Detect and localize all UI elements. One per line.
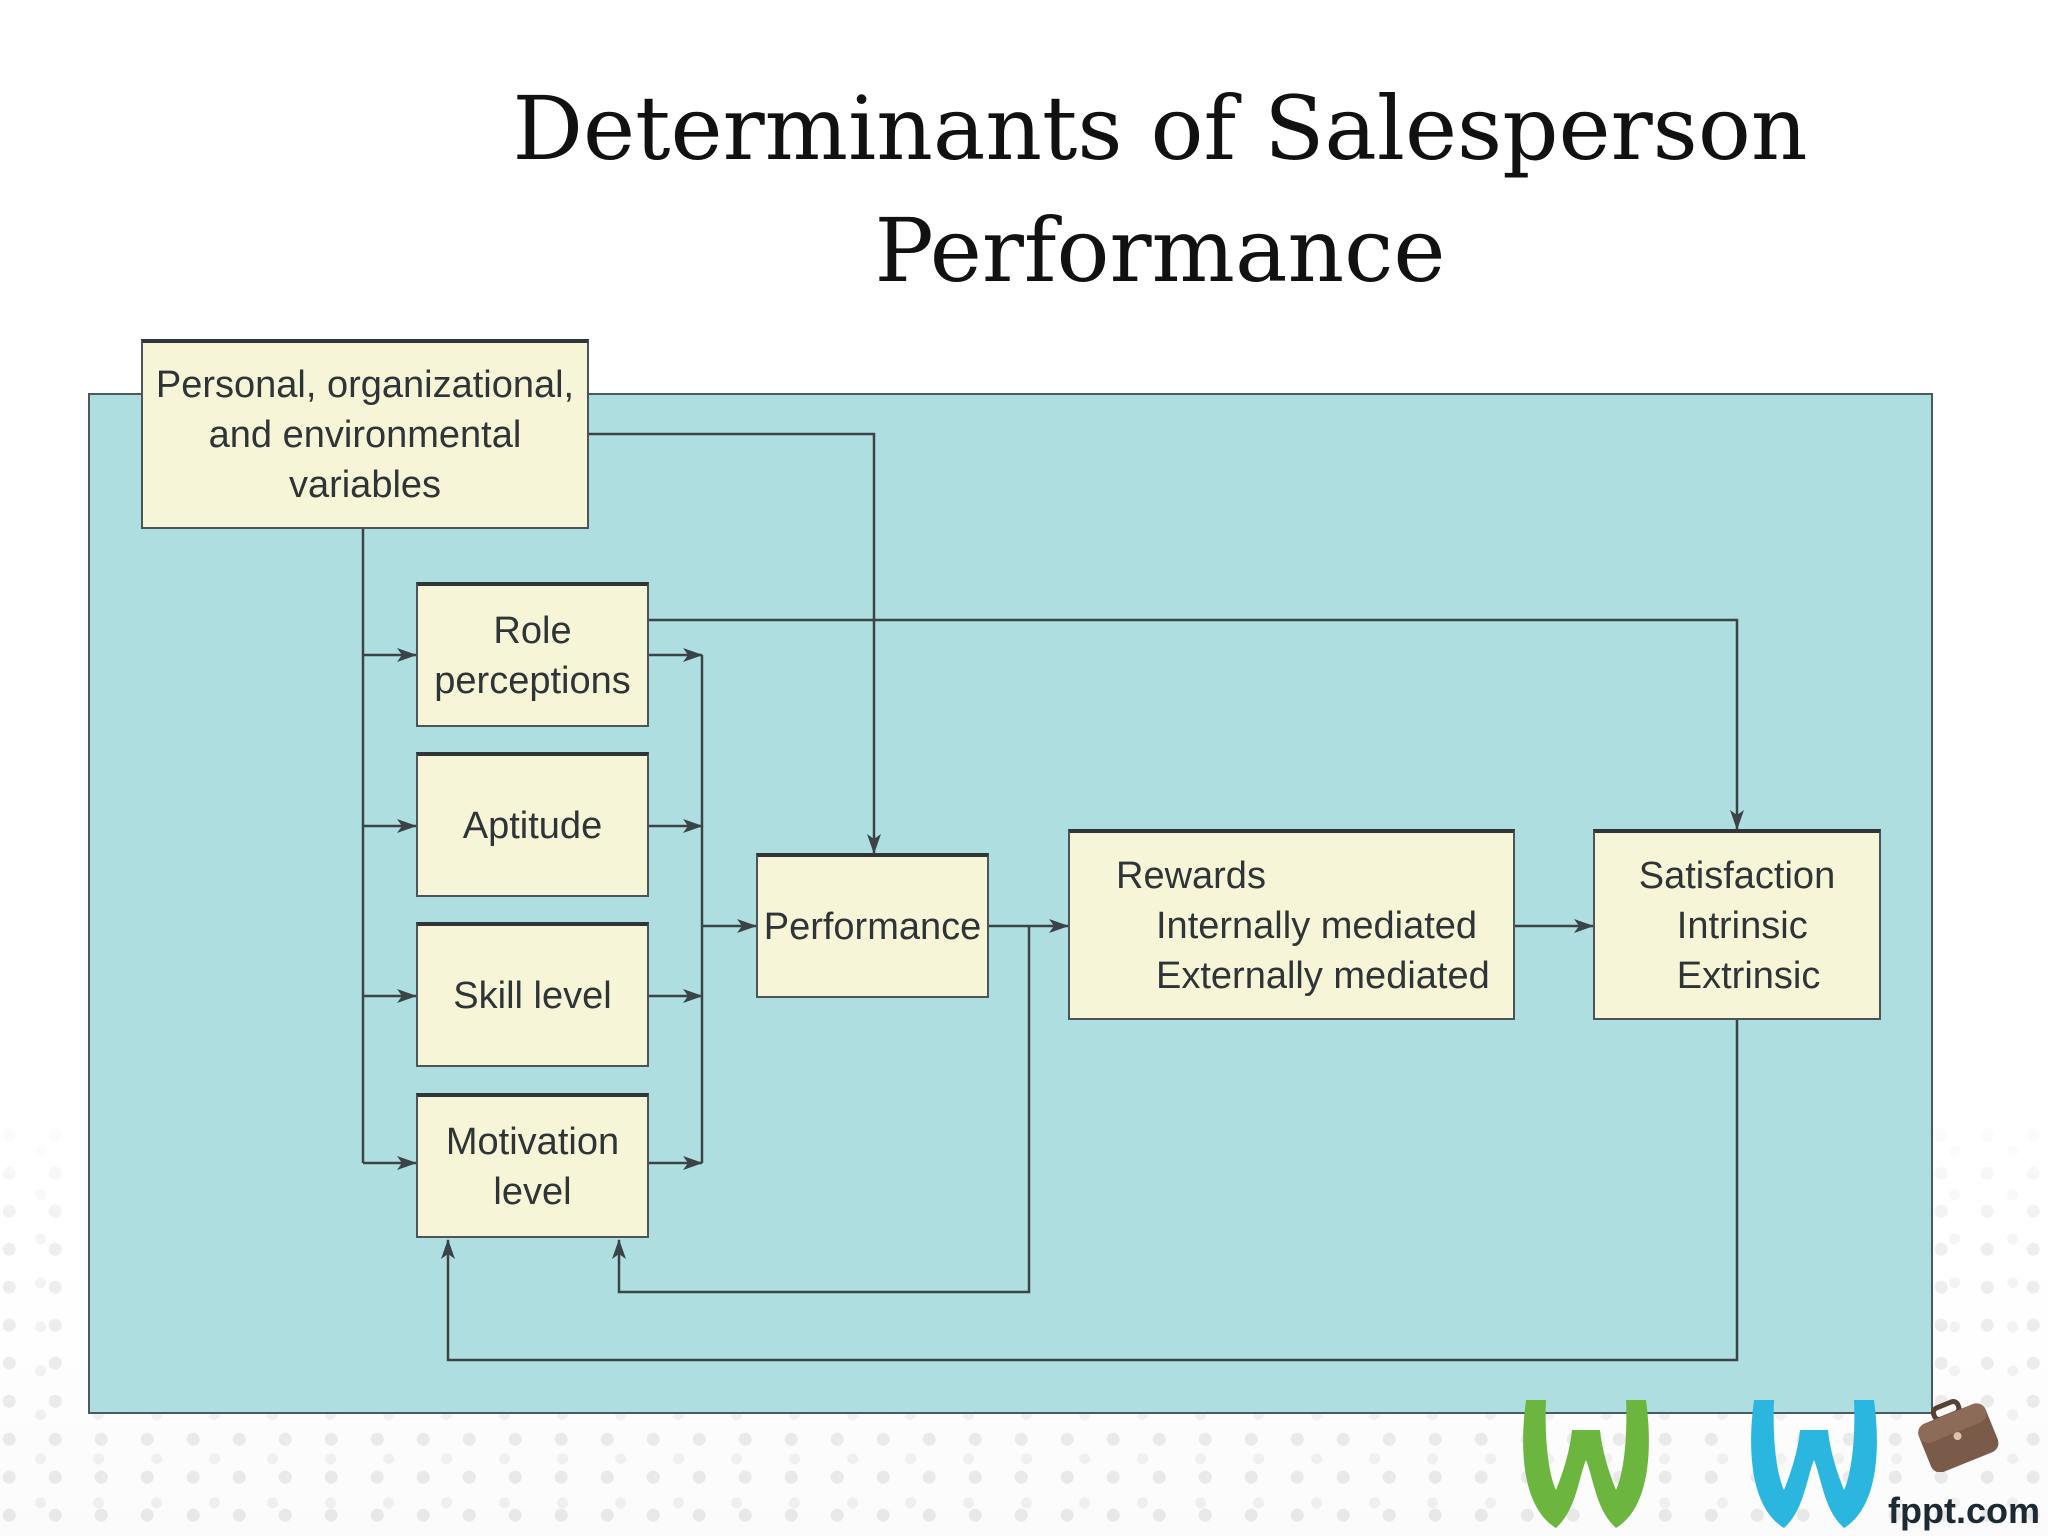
satisfaction-box-heading: Satisfaction xyxy=(1638,854,1836,897)
performance-box: Performance xyxy=(756,853,989,998)
slide-title: Determinants of Salesperson Performance xyxy=(512,77,1808,302)
rewards-box: Rewards Internally mediated Externally m… xyxy=(1068,829,1515,1020)
aptitude-box-label: Aptitude xyxy=(462,804,603,847)
satisfaction-box-item-extrinsic: Extrinsic xyxy=(1676,954,1821,997)
arrow-performance-feedback-to-motivation xyxy=(612,926,1031,1294)
variables-box-line-2: and environmental xyxy=(208,414,522,456)
motivation-box-line-2: level xyxy=(493,1170,572,1213)
arrow-role-to-satisfaction xyxy=(649,618,1744,830)
aptitude-box: Aptitude xyxy=(416,752,649,897)
briefcase-icon xyxy=(1918,1399,1999,1472)
rewards-box-item-external: Externally mediated xyxy=(1156,954,1490,997)
variables-box-line-1: Personal, organizational, xyxy=(155,364,575,406)
skill-box-label: Skill level xyxy=(453,974,612,1017)
role-box-line-2: perceptions xyxy=(434,659,631,702)
satisfaction-box: Satisfaction Intrinsic Extrinsic xyxy=(1593,829,1881,1020)
satisfaction-box-item-intrinsic: Intrinsic xyxy=(1676,904,1808,947)
role-box-line-1: Role xyxy=(493,609,572,652)
blue-arch-logo xyxy=(1751,1400,1877,1528)
green-arch-logo xyxy=(1523,1400,1649,1528)
arrow-variables-to-performance xyxy=(589,432,881,854)
motivation-box-line-1: Motivation xyxy=(445,1120,620,1163)
motivation-level-box: Motivation level xyxy=(416,1093,649,1238)
performance-box-label: Performance xyxy=(763,905,982,948)
brand-text: fppt.com xyxy=(1888,1490,2040,1531)
skill-level-box: Skill level xyxy=(416,922,649,1067)
variables-box: Personal, organizational, and environmen… xyxy=(141,339,589,529)
rewards-box-item-internal: Internally mediated xyxy=(1156,904,1478,947)
rewards-box-heading: Rewards xyxy=(1116,854,1266,897)
arrow-satisfaction-feedback-to-motivation xyxy=(441,1020,1739,1362)
variables-box-line-3: variables xyxy=(288,464,442,506)
role-perceptions-box: Role perceptions xyxy=(416,582,649,727)
